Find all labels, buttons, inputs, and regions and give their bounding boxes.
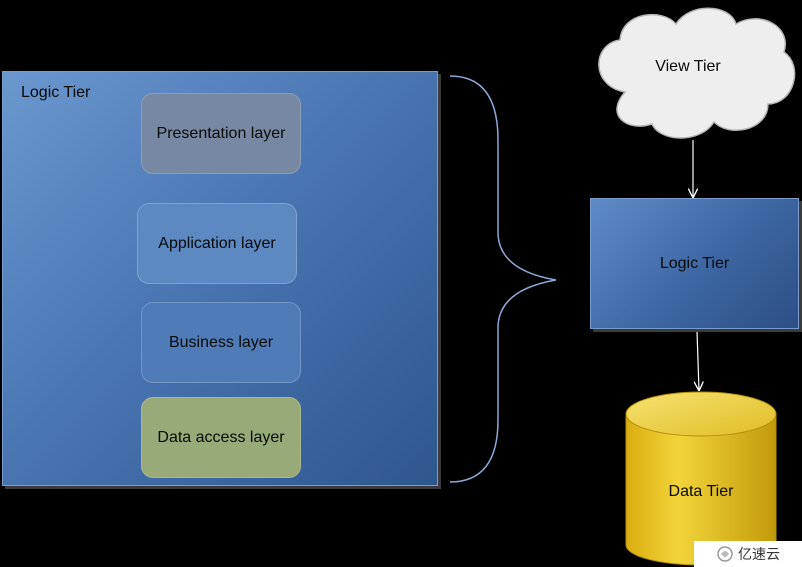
logic-tier-group-title: Logic Tier xyxy=(21,84,91,101)
watermark-text: 亿速云 xyxy=(738,546,780,562)
curly-brace xyxy=(449,75,557,483)
logic-tier-group: Logic Tier Presentation layer Applicatio… xyxy=(2,71,438,486)
data-access-layer: Data access layer xyxy=(141,397,301,478)
view-tier-cloud xyxy=(598,7,796,139)
watermark: 亿速云 xyxy=(694,541,802,567)
business-layer: Business layer xyxy=(141,302,301,383)
logic-tier-box: Logic Tier xyxy=(590,198,799,329)
data-tier-label: Data Tier xyxy=(668,483,734,500)
application-layer: Application layer xyxy=(137,203,297,284)
data-tier-cylinder xyxy=(625,391,777,566)
logic-tier-label: Logic Tier xyxy=(659,254,730,272)
brand-logo-icon xyxy=(717,546,733,562)
presentation-layer: Presentation layer xyxy=(141,93,301,174)
view-tier-label: View Tier xyxy=(655,58,721,75)
arrow-logic-to-data xyxy=(697,330,699,390)
